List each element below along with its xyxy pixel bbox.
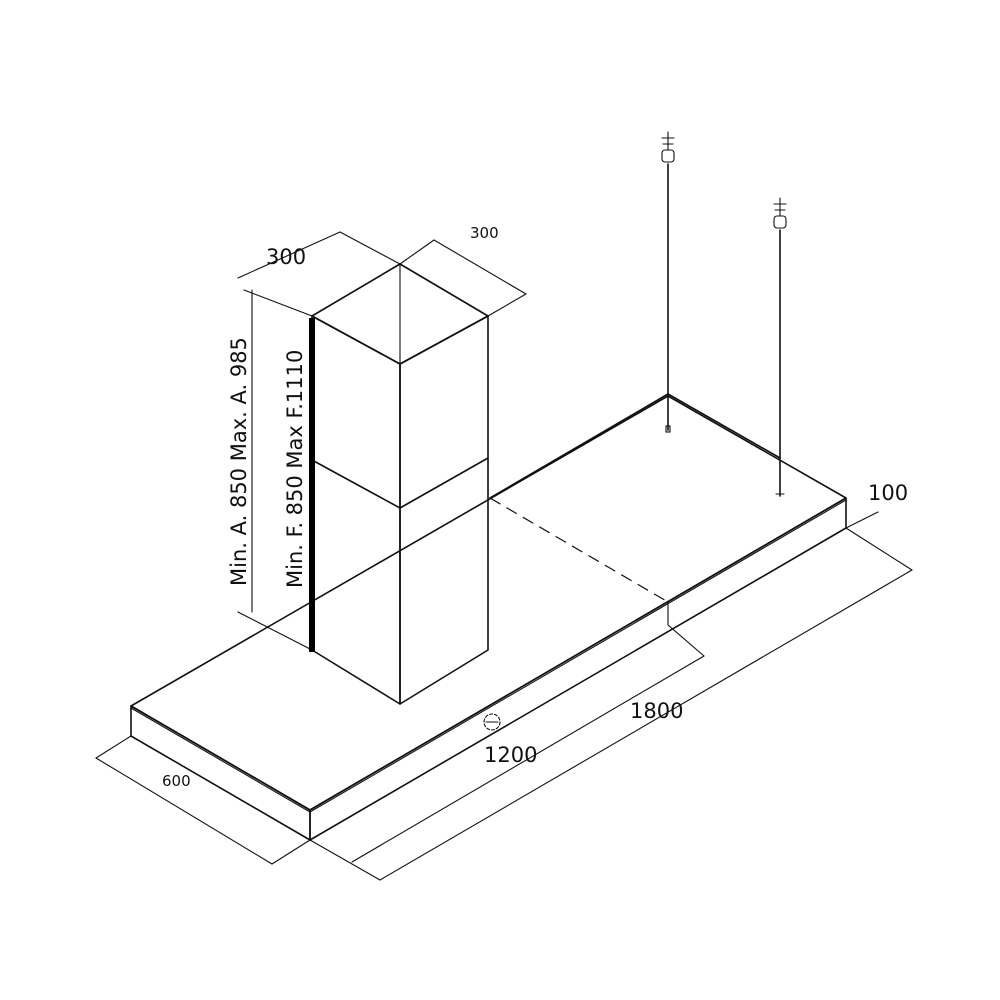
fan-symbol-icon xyxy=(483,713,501,731)
chimney-right-face xyxy=(399,315,489,705)
chimney xyxy=(311,263,489,705)
chimney-depth-label: 300 xyxy=(470,224,499,242)
inner-length-label: 1200 xyxy=(484,743,537,767)
suspension-frame xyxy=(489,131,787,499)
hood-depth-label: 600 xyxy=(162,772,191,790)
hood-front-face xyxy=(130,705,311,841)
height-a-label: Min. A. 850 Max. A. 985 xyxy=(227,337,251,586)
ceiling-hook-left-icon xyxy=(661,131,675,433)
chimney-width-label: 300 xyxy=(266,245,306,269)
hood-front-edge-inner xyxy=(130,707,311,813)
chimney-left-face xyxy=(311,315,401,705)
ceiling-hook-right-icon xyxy=(773,197,787,495)
dimension-lines xyxy=(95,231,913,881)
total-length-label: 1800 xyxy=(630,699,683,723)
hood-dashed-divider xyxy=(489,497,669,603)
hood-height-label: 100 xyxy=(868,481,908,505)
hood-side-edge-inner xyxy=(309,499,847,813)
height-f-label: Min. F. 850 Max F.1110 xyxy=(283,350,307,588)
